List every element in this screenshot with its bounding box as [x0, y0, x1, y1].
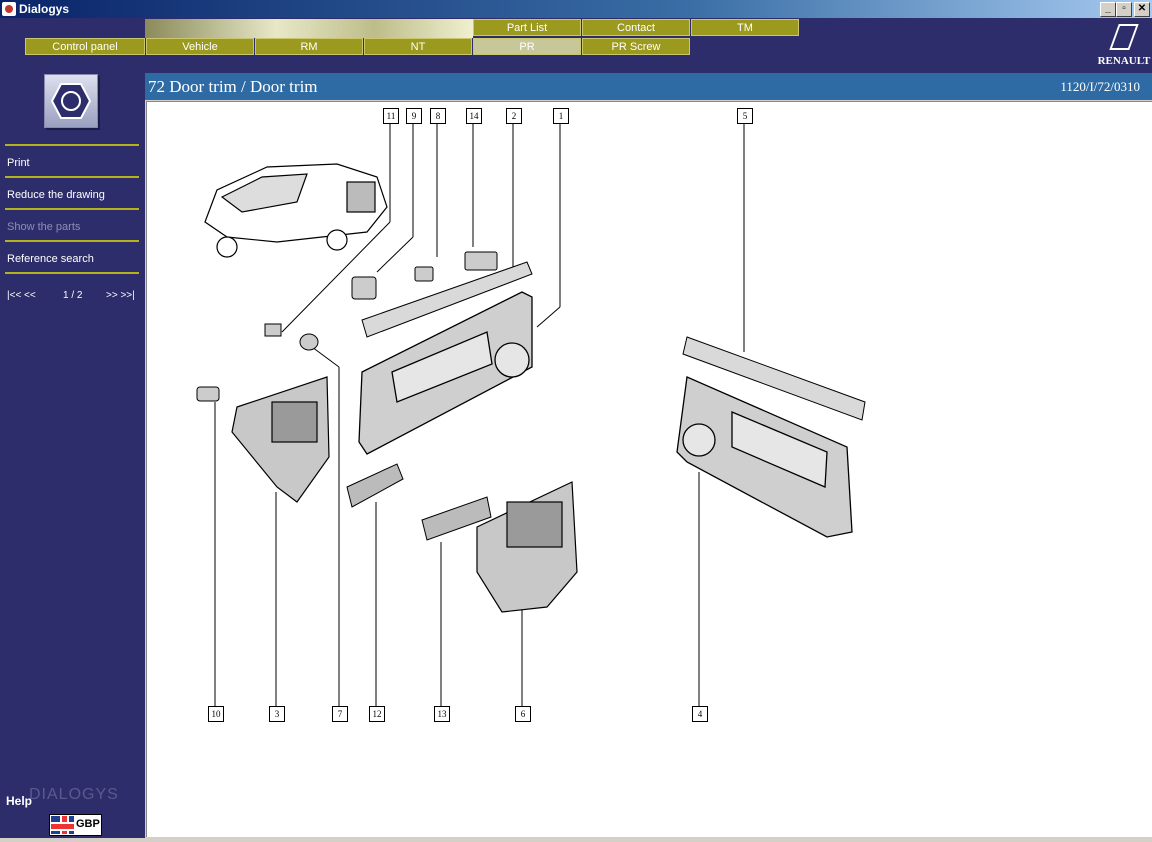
app-icon — [2, 2, 16, 16]
hex-nut-icon — [44, 74, 98, 128]
pager-first-prev-button[interactable]: |<< << — [7, 290, 36, 301]
menu-reduce-drawing[interactable]: Reduce the drawing — [7, 189, 105, 201]
tab-vehicle[interactable]: Vehicle — [146, 38, 254, 55]
minimize-button[interactable]: _ — [1100, 2, 1116, 17]
callout-12[interactable]: 12 — [369, 706, 385, 722]
tab-part-list[interactable]: Part List — [473, 19, 581, 36]
tab-contact[interactable]: Contact — [582, 19, 690, 36]
exploded-diagram — [196, 123, 866, 707]
callout-14[interactable]: 14 — [466, 108, 482, 124]
language-selector[interactable]: GBP — [49, 814, 102, 836]
callout-4[interactable]: 4 — [692, 706, 708, 722]
content-header: 72 Door trim / Door trim 1120/I/72/0310 — [145, 73, 1152, 100]
separator — [5, 240, 139, 242]
maximize-button[interactable]: ▫ — [1116, 2, 1132, 17]
sidebar: Print Reduce the drawing Show the parts … — [0, 73, 145, 838]
renault-diamond-icon — [1109, 24, 1139, 50]
callout-7[interactable]: 7 — [332, 706, 348, 722]
tab-control-panel[interactable]: Control panel — [25, 38, 145, 55]
callout-3[interactable]: 3 — [269, 706, 285, 722]
callout-11[interactable]: 11 — [383, 108, 399, 124]
tab-pr-screw[interactable]: PR Screw — [582, 38, 690, 55]
window-bottom-edge — [0, 838, 1152, 840]
help-link[interactable]: Help — [6, 794, 33, 808]
window-titlebar: Dialogys _ ▫ ✕ — [0, 0, 1152, 18]
callout-2[interactable]: 2 — [506, 108, 522, 124]
separator — [5, 208, 139, 210]
drawing-reference: 1120/I/72/0310 — [1060, 79, 1140, 94]
close-button[interactable]: ✕ — [1134, 2, 1150, 17]
app-header: Part List Contact TM Control panel Vehic… — [0, 18, 1152, 73]
tab-rm[interactable]: RM — [255, 38, 363, 55]
separator — [5, 176, 139, 178]
callout-1[interactable]: 1 — [553, 108, 569, 124]
callout-5[interactable]: 5 — [737, 108, 753, 124]
separator — [5, 144, 139, 146]
page-title: 72 Door trim / Door trim — [148, 77, 318, 96]
header-decoration — [145, 19, 473, 38]
callout-8[interactable]: 8 — [430, 108, 446, 124]
callout-9[interactable]: 9 — [406, 108, 422, 124]
menu-print[interactable]: Print — [7, 157, 30, 169]
renault-logo: RENAULT — [1097, 22, 1151, 68]
brand-name: RENAULT — [1097, 55, 1151, 67]
separator — [5, 272, 139, 274]
parts-drawing: 11 9 8 14 2 1 5 10 3 7 12 13 6 4 — [146, 101, 1152, 837]
pager-next-last-button[interactable]: >> >>| — [106, 290, 135, 301]
language-code: GBP — [76, 818, 100, 830]
dialogys-logo: DIALOGYS — [29, 786, 119, 803]
pager-page-indicator: 1 / 2 — [63, 290, 83, 301]
window-title: Dialogys — [19, 2, 70, 16]
callout-13[interactable]: 13 — [434, 706, 450, 722]
uk-flag-icon — [51, 816, 74, 834]
menu-reference-search[interactable]: Reference search — [7, 253, 94, 265]
callout-6[interactable]: 6 — [515, 706, 531, 722]
tab-pr[interactable]: PR — [473, 38, 581, 55]
tab-tm[interactable]: TM — [691, 19, 799, 36]
menu-show-parts: Show the parts — [7, 221, 81, 233]
callout-10[interactable]: 10 — [208, 706, 224, 722]
tab-nt[interactable]: NT — [364, 38, 472, 55]
